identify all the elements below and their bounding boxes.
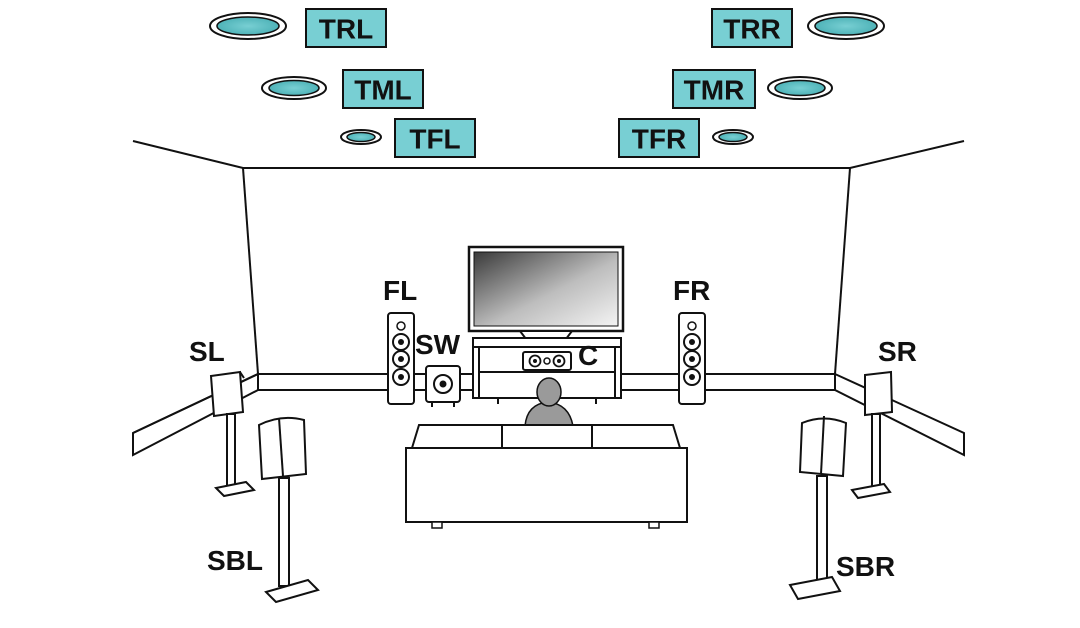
- label-sl: SL: [189, 336, 225, 367]
- svg-text:TMR: TMR: [684, 75, 745, 106]
- label-trr: TRR: [711, 8, 793, 48]
- label-sbl: SBL: [207, 545, 263, 576]
- ceiling-speaker-trr: [807, 12, 885, 40]
- ceiling-speaker-tml: [261, 76, 327, 100]
- label-tmr: TMR: [672, 69, 756, 109]
- front-left-speaker: [387, 312, 415, 405]
- svg-text:TRL: TRL: [319, 14, 373, 45]
- label-fl: FL: [383, 275, 417, 306]
- svg-text:TFR: TFR: [632, 124, 686, 155]
- center-speaker: [522, 351, 572, 371]
- listener: [524, 377, 574, 427]
- ceiling-speaker-trl: [209, 12, 287, 40]
- svg-text:TRR: TRR: [723, 14, 781, 45]
- tv: [467, 245, 625, 340]
- svg-text:TFL: TFL: [409, 124, 460, 155]
- surround-back-right-speaker: [788, 415, 848, 601]
- subwoofer: [425, 365, 461, 407]
- label-sr: SR: [878, 336, 917, 367]
- surround-right-speaker: [850, 370, 894, 500]
- label-fr: FR: [673, 275, 710, 306]
- svg-text:TML: TML: [354, 75, 412, 106]
- label-sw: SW: [415, 329, 461, 360]
- label-sbr: SBR: [836, 551, 895, 582]
- ceiling-speaker-tfl: [340, 129, 382, 145]
- front-right-speaker: [678, 312, 706, 405]
- surround-left-speaker: [209, 370, 257, 498]
- sofa: [405, 424, 688, 529]
- ceiling-speaker-tfr: [712, 129, 754, 145]
- label-trl: TRL: [305, 8, 387, 48]
- ceiling-speaker-tmr: [767, 76, 833, 100]
- label-tfr: TFR: [618, 118, 700, 158]
- label-tfl: TFL: [394, 118, 476, 158]
- surround-back-left-speaker: [257, 416, 320, 604]
- label-tml: TML: [342, 69, 424, 109]
- label-c: C: [578, 340, 598, 371]
